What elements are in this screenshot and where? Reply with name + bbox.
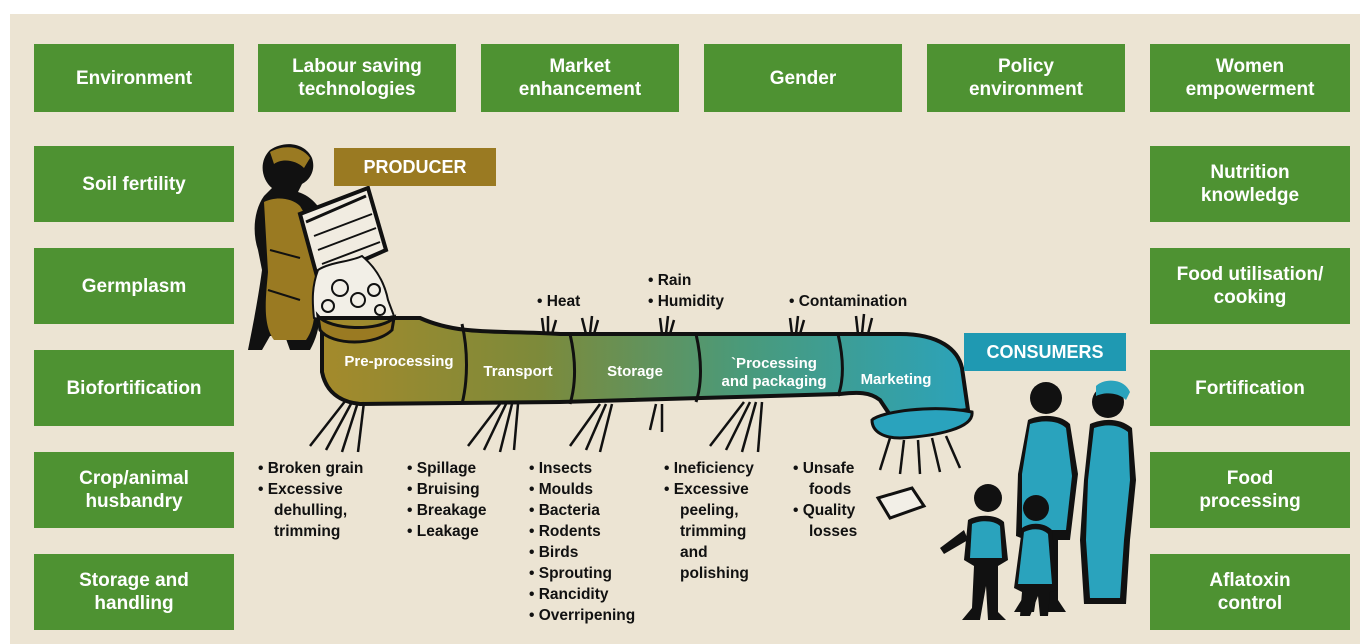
loss-line: foods: [809, 481, 852, 498]
losses-storage: • Insects • Moulds • Bacteria • Rodents …: [529, 458, 635, 626]
loss-line: • Sprouting: [529, 565, 612, 582]
consumers-label: CONSUMERS: [964, 333, 1126, 371]
loss-line: • Quality: [793, 502, 856, 519]
loss-line: • Broken grain: [258, 460, 364, 477]
factor-box-aflatoxin-control: Aflatoxin control: [1150, 554, 1350, 630]
stage-processing-packaging: `Processing and packaging: [721, 355, 827, 390]
factor-box-gender: Gender: [704, 44, 902, 112]
loss-line: • Overripening: [529, 607, 636, 624]
loss-line: • Birds: [529, 544, 579, 561]
loss-line: trimming: [274, 523, 341, 540]
pipe-segment-dividers: [460, 323, 844, 405]
factor-line: • Contamination: [789, 293, 908, 310]
loss-line: • Excessive: [664, 481, 749, 498]
factor-box-food-processing: Food processing: [1150, 452, 1350, 528]
background-panel: [10, 14, 1360, 644]
bottom-spike-marks: [309, 399, 962, 475]
factor-contamination: • Contamination: [789, 291, 907, 312]
top-spike-marks: [540, 313, 874, 335]
loss-line: peeling,: [680, 502, 739, 519]
factor-line: • Rain: [648, 272, 692, 289]
loss-line: trimming: [680, 523, 747, 540]
stage-marketing: Marketing: [860, 371, 932, 388]
loss-line: • Rancidity: [529, 586, 609, 603]
basket-of-grain: [297, 185, 396, 323]
loss-line: • Unsafe: [793, 460, 855, 477]
food-package-icon: [875, 486, 927, 520]
loss-line: dehulling,: [274, 502, 348, 519]
factor-box-women-empowerment: Women empowerment: [1150, 44, 1350, 112]
factor-box-biofortification: Biofortification: [34, 350, 234, 426]
factor-heat: • Heat: [537, 291, 580, 312]
loss-line: • Bruising: [407, 481, 480, 498]
stage-pre-processing: Pre-processing: [344, 353, 454, 370]
loss-line: • Bacteria: [529, 502, 600, 519]
factor-box-crop-animal-husbandry: Crop/animal husbandry: [34, 452, 234, 528]
loss-line: losses: [809, 523, 858, 540]
factor-box-soil-fertility: Soil fertility: [34, 146, 234, 222]
factor-box-fortification: Fortification: [1150, 350, 1350, 426]
loss-line: • Rodents: [529, 523, 601, 540]
stage-storage: Storage: [607, 363, 663, 380]
factor-rain-humidity: • Rain • Humidity: [648, 270, 724, 312]
factor-box-germplasm: Germplasm: [34, 248, 234, 324]
loss-line: • Spillage: [407, 460, 477, 477]
loss-line: • Breakage: [407, 502, 487, 519]
factor-box-storage-handling: Storage and handling: [34, 554, 234, 630]
factor-box-labour-saving: Labour saving technologies: [258, 44, 456, 112]
losses-pre-processing: • Broken grain • Excessive dehulling, tr…: [258, 458, 363, 542]
stage-transport: Transport: [483, 363, 553, 380]
factor-box-policy-environment: Policy environment: [927, 44, 1125, 112]
value-chain-pipe: [320, 316, 971, 421]
pipe-funnel: [315, 311, 397, 344]
factor-box-nutrition-knowledge: Nutrition knowledge: [1150, 146, 1350, 222]
factor-box-food-utilisation: Food utilisation/ cooking: [1150, 248, 1350, 324]
producer-label: PRODUCER: [334, 148, 496, 186]
factor-box-market-enhancement: Market enhancement: [481, 44, 679, 112]
losses-marketing: • Unsafe foods • Quality losses: [793, 458, 857, 542]
loss-line: • Moulds: [529, 481, 593, 498]
loss-line: polishing: [680, 565, 749, 582]
losses-transport: • Spillage • Bruising • Breakage • Leaka…: [407, 458, 487, 542]
factor-box-environment: Environment: [34, 44, 234, 112]
loss-line: • Insects: [529, 460, 593, 477]
pipe-outlet: [870, 407, 974, 440]
loss-line: • Ineficiency: [664, 460, 754, 477]
factor-line: • Heat: [537, 293, 581, 310]
factor-line: • Humidity: [648, 293, 725, 310]
losses-processing: • Ineficiency • Excessive peeling, trimm…: [664, 458, 754, 584]
loss-line: • Excessive: [258, 481, 343, 498]
consumer-family-figures: [940, 380, 1136, 620]
loss-line: • Leakage: [407, 523, 479, 540]
loss-line: and: [680, 544, 708, 561]
